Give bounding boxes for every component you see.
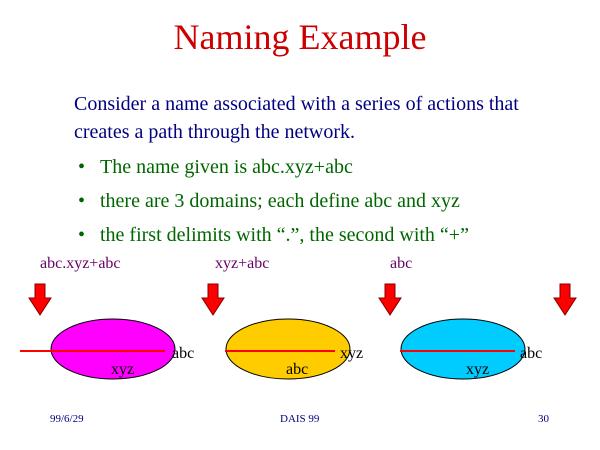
domain-3-left-label: xyz bbox=[466, 361, 489, 378]
stage-label-2: xyz+abc bbox=[215, 255, 270, 272]
footer-center: DAIS 99 bbox=[280, 413, 320, 425]
down-arrow-icon bbox=[201, 283, 225, 316]
bullet-dot: • bbox=[78, 190, 86, 212]
domain-1-right-label: abc bbox=[172, 345, 194, 362]
bullet-text: The name given is abc.xyz+abc bbox=[100, 156, 353, 178]
domain-2-left-label: abc bbox=[286, 361, 308, 378]
stage-label-3: abc bbox=[390, 255, 413, 272]
bullet-text: the first delimits with “.”, the second … bbox=[100, 224, 469, 246]
slide-title: Naming Example bbox=[173, 17, 427, 57]
stage-label-1: abc.xyz+abc bbox=[40, 255, 121, 272]
down-arrow-icon bbox=[553, 283, 577, 316]
bullet-text: there are 3 domains; each define abc and… bbox=[100, 190, 460, 212]
intro-text: Consider a name associated with a series… bbox=[74, 90, 524, 146]
page-number: 30 bbox=[538, 413, 549, 425]
domain-2-right-label: xyz bbox=[340, 345, 363, 362]
bullet-list: • The name given is abc.xyz+abc • there ar… bbox=[78, 150, 469, 252]
domain-3-right-label: abc bbox=[520, 345, 542, 362]
domain-1-left-label: xyz bbox=[111, 361, 134, 378]
bullet-item: • The name given is abc.xyz+abc bbox=[78, 150, 469, 184]
bullet-dot: • bbox=[78, 156, 86, 178]
domain-ellipse-1 bbox=[50, 318, 176, 380]
bullet-item: • there are 3 domains; each define abc an… bbox=[78, 184, 469, 218]
bullet-dot: • bbox=[78, 224, 86, 246]
domain-ellipse-3 bbox=[400, 318, 526, 380]
down-arrow-icon bbox=[378, 283, 402, 316]
domain-ellipse-2 bbox=[225, 318, 351, 380]
footer-date: 99/6/29 bbox=[50, 413, 84, 425]
down-arrow-icon bbox=[28, 283, 52, 316]
bullet-item: • the first delimits with “.”, the second… bbox=[78, 218, 469, 252]
intro-line: Consider a name associated with a series… bbox=[74, 93, 519, 143]
